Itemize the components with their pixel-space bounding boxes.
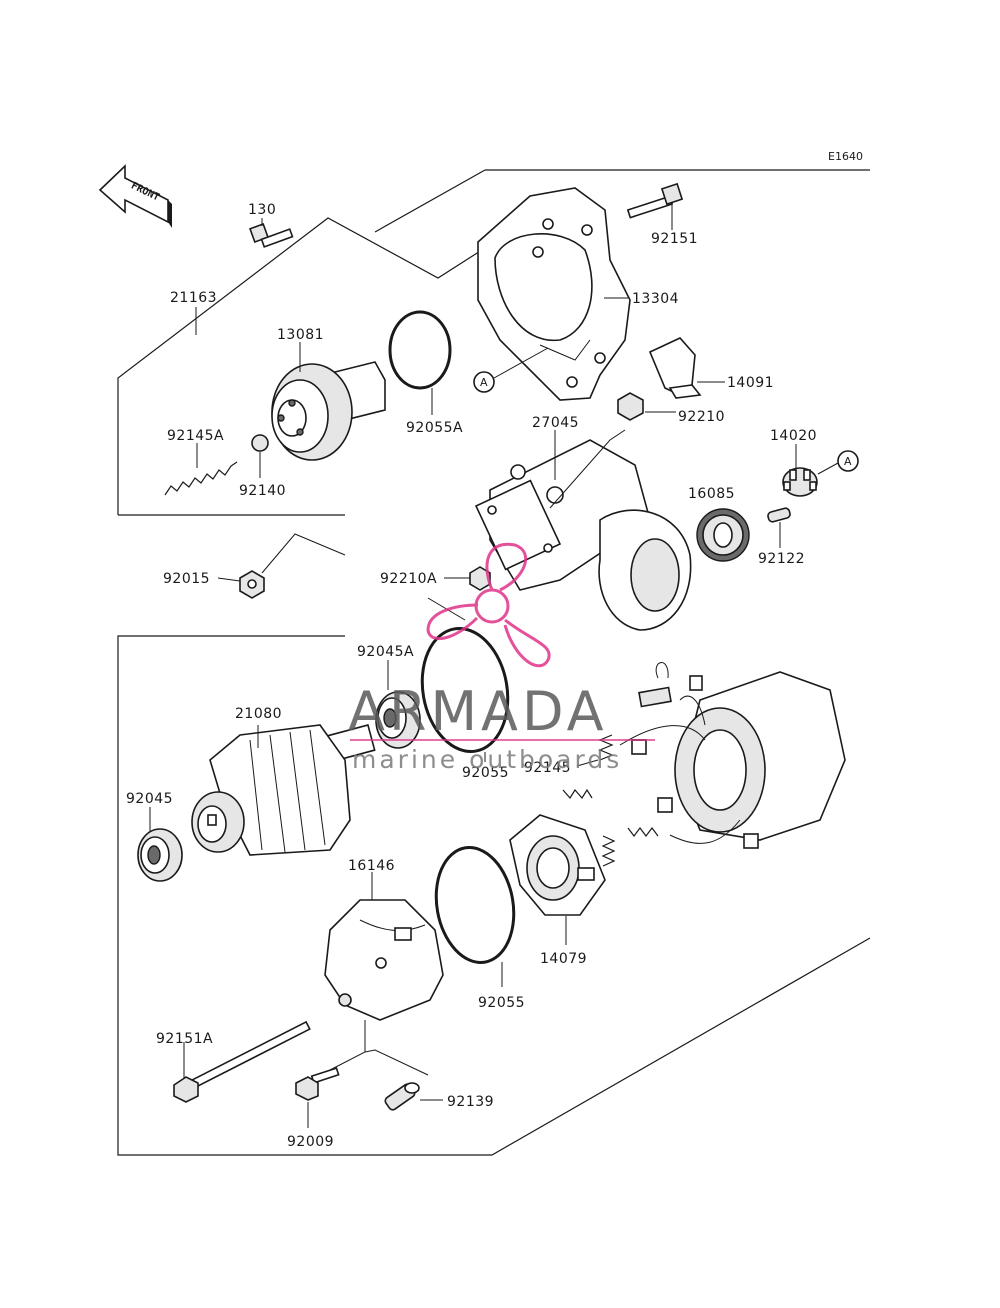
ball-92140: [251, 434, 269, 452]
label-92122: 92122: [758, 551, 805, 567]
bolt-92151: [626, 182, 684, 219]
yoke-assembly: [619, 662, 846, 849]
label-16146: 16146: [348, 858, 395, 874]
label-27045: 27045: [532, 415, 579, 431]
label-92045: 92045: [126, 791, 173, 807]
label-92055A: 92055A: [406, 420, 463, 436]
o-ring-92055A: [388, 310, 452, 390]
solenoid-27045: [474, 429, 692, 631]
spring-92145A: [164, 461, 238, 496]
label-14020: 14020: [770, 428, 817, 444]
end-cover-16146: [324, 899, 444, 1021]
o-ring-92055-upper: [420, 627, 510, 753]
front-arrow-icon: FRONT: [98, 164, 172, 228]
gear-cap-14020: [782, 467, 818, 497]
label-92145: 92145: [524, 760, 571, 776]
label-92139: 92139: [447, 1094, 494, 1110]
label-92009: 92009: [287, 1134, 334, 1150]
screw-92009: [295, 1067, 340, 1101]
bolt-92139: [384, 1082, 420, 1111]
bearing-92045A: [375, 691, 421, 749]
drawing-id: E1640: [828, 150, 863, 163]
armature-21080: [191, 724, 376, 856]
clutch-group-outline: [117, 169, 486, 516]
o-ring-92055-lower: [434, 846, 516, 964]
watermark-tagline: marine outboards: [352, 745, 622, 774]
brush-plate-14079: [509, 814, 606, 916]
label-92151A: 92151A: [156, 1031, 213, 1047]
label-92140: 92140: [239, 483, 286, 499]
label-13304: 13304: [632, 291, 679, 307]
label-130: 130: [248, 202, 276, 218]
label-92055-lower: 92055: [478, 995, 525, 1011]
reference-a-upper-label: A: [480, 376, 488, 389]
label-21080: 21080: [235, 706, 282, 722]
clutch-13081: [271, 361, 386, 461]
cover-13304: [477, 187, 631, 401]
nut-92210: [617, 392, 644, 421]
label-92045A: 92045A: [357, 644, 414, 660]
label-16085: 16085: [688, 486, 735, 502]
label-92145A: 92145A: [167, 428, 224, 444]
motor-group-outline: [117, 635, 871, 1156]
label-13081: 13081: [277, 327, 324, 343]
cap-14091: [648, 337, 702, 399]
reference-a-upper-icon: A: [473, 371, 495, 393]
pin-92122: [767, 507, 791, 523]
bolt-92151A: [173, 1020, 311, 1103]
label-92210A: 92210A: [380, 571, 437, 587]
label-14091: 14091: [727, 375, 774, 391]
label-92015: 92015: [163, 571, 210, 587]
label-92210: 92210: [678, 409, 725, 425]
reference-a-right-label: A: [844, 455, 852, 468]
label-21163: 21163: [170, 290, 217, 306]
bolt-130: [249, 223, 294, 248]
armada-logo-icon: [426, 542, 551, 668]
label-92055-upper: 92055: [462, 765, 509, 781]
label-92151: 92151: [651, 231, 698, 247]
gear-16085: [696, 508, 750, 562]
label-14079: 14079: [540, 951, 587, 967]
reference-a-right-icon: A: [837, 450, 859, 472]
watermark-brand: ARMADA: [348, 680, 608, 743]
bearing-92045: [137, 828, 183, 882]
